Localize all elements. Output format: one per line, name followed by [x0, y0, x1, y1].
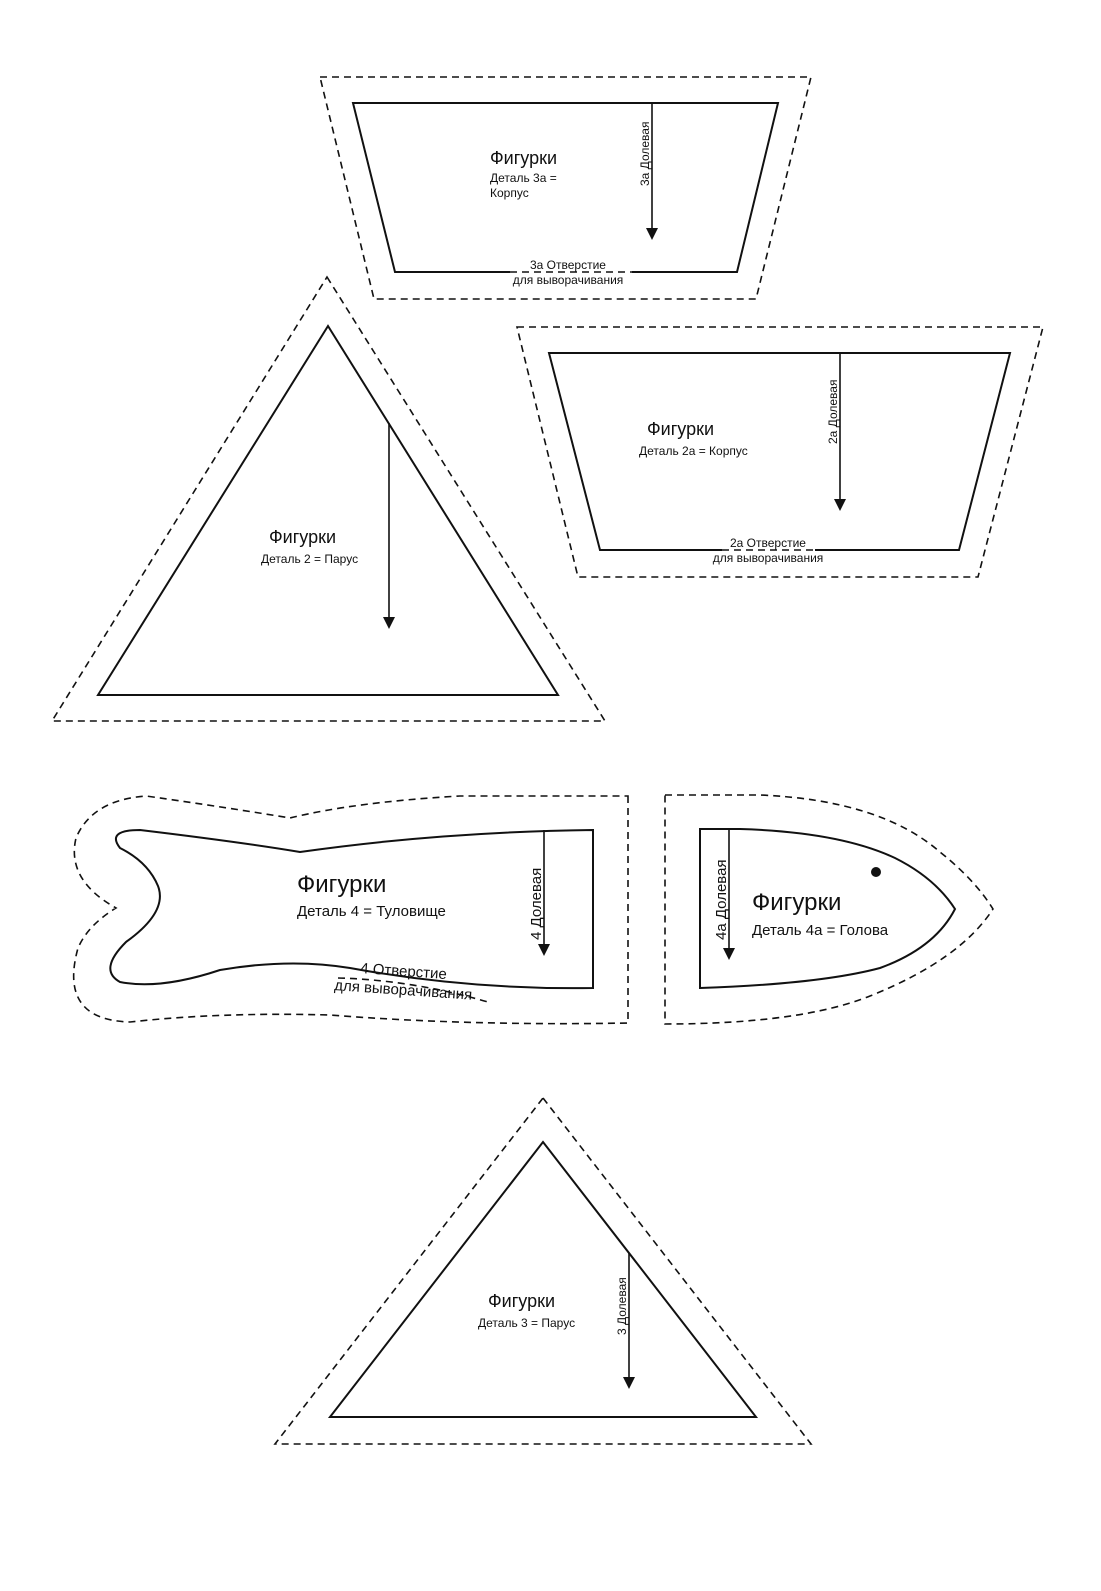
- piece-3a-arrow-down-icon: [646, 228, 658, 240]
- piece-2a-opening-label2: для выворачивания: [713, 551, 824, 565]
- piece-4a-eye-dot: [871, 867, 881, 877]
- piece-4-outline: [109, 828, 594, 990]
- piece-3-grain-label: 3 Долевая: [615, 1277, 629, 1335]
- piece-3a-opening-label2: для выворачивания: [513, 273, 624, 287]
- piece-2a-seam-allowance: [515, 326, 1045, 578]
- piece-4a-outline: [699, 828, 957, 990]
- piece-2-detail: Деталь 2 = Парус: [261, 552, 358, 566]
- piece-4a-grain-label: 4а Долевая: [713, 859, 730, 940]
- piece-3-sail: 3 Долевая Фигурки Деталь 3 = Парус: [273, 1096, 813, 1445]
- piece-4a-seam-allowance: [664, 794, 994, 1025]
- piece-2a-outline: [547, 352, 1012, 551]
- piece-3a-detail-line1: Деталь 3а =: [490, 171, 557, 185]
- piece-4a-detail: Деталь 4а = Голова: [752, 922, 889, 939]
- piece-3a-hull: 3а Долевая Фигурки Деталь 3а = Корпус 3а…: [318, 76, 813, 300]
- piece-4-opening-line: [337, 977, 489, 1003]
- piece-2a-detail: Деталь 2а = Корпус: [639, 444, 748, 458]
- piece-4-body: 4 Долевая Фигурки Деталь 4 = Туловище 4 …: [72, 795, 629, 1025]
- piece-2-sail: Фигурки Деталь 2 = Парус: [50, 275, 607, 722]
- piece-3-outline: [327, 1140, 759, 1418]
- piece-4a-head: 4а Долевая Фигурки Деталь 4а = Голова: [664, 794, 994, 1025]
- piece-2-arrow-down-icon: [383, 617, 395, 629]
- piece-3a-opening-label1: 3а Отверстие: [530, 258, 606, 272]
- piece-2-seam-allowance: [50, 275, 607, 722]
- piece-3a-grain-label: 3а Долевая: [638, 122, 652, 186]
- piece-3-arrow-down-icon: [623, 1377, 635, 1389]
- piece-3a-detail-line2: Корпус: [490, 186, 529, 200]
- piece-2a-arrow-down-icon: [834, 499, 846, 511]
- piece-4-arrow-down-icon: [538, 944, 550, 956]
- piece-4-seam-allowance: [72, 795, 629, 1025]
- piece-4a-arrow-down-icon: [723, 948, 735, 960]
- piece-4a-title: Фигурки: [752, 889, 841, 916]
- piece-2a-title: Фигурки: [647, 419, 714, 439]
- piece-4-grain-label: 4 Долевая: [528, 868, 545, 940]
- piece-2-title: Фигурки: [269, 527, 336, 547]
- piece-3-title: Фигурки: [488, 1291, 555, 1311]
- piece-3a-outline: [351, 102, 780, 273]
- piece-2a-hull: 2а Долевая Фигурки Деталь 2а = Корпус 2а…: [515, 326, 1045, 578]
- piece-3a-seam-allowance: [318, 76, 813, 300]
- piece-2a-grain-label: 2а Долевая: [826, 380, 840, 444]
- piece-4-detail: Деталь 4 = Туловище: [297, 903, 446, 920]
- piece-4-title: Фигурки: [297, 871, 386, 898]
- piece-2a-opening-label1: 2а Отверстие: [730, 536, 806, 550]
- piece-3a-title: Фигурки: [490, 148, 557, 168]
- piece-3-seam-allowance: [273, 1096, 813, 1445]
- piece-3-detail: Деталь 3 = Парус: [478, 1316, 575, 1330]
- piece-4-opening-label1: 4 Отверстие: [360, 960, 448, 983]
- piece-2-outline: [96, 324, 560, 696]
